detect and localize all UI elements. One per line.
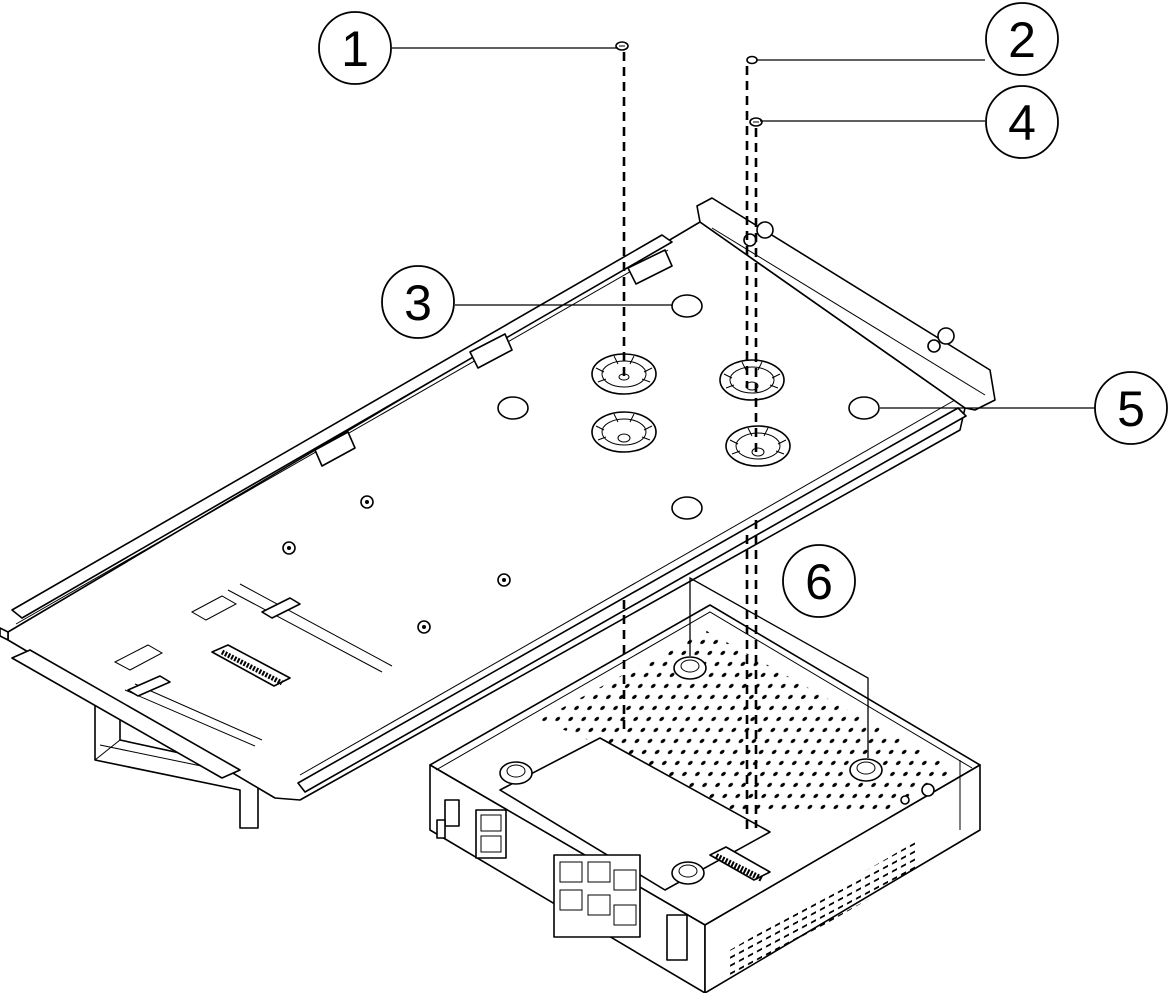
rubber-feet — [499, 656, 883, 885]
callout-2: 2 — [985, 2, 1059, 76]
network-device — [429, 604, 981, 993]
screw-4 — [749, 117, 763, 127]
callout-leaders — [392, 47, 1095, 758]
callout-2-label: 2 — [1008, 12, 1036, 68]
callout-5: 5 — [1094, 371, 1168, 445]
callout-5-label: 5 — [1117, 381, 1145, 437]
callout-3: 3 — [381, 265, 455, 339]
tray-holes — [497, 294, 880, 520]
tray-studs — [282, 221, 955, 634]
device-barcode-label — [709, 846, 771, 882]
alignment-lines — [622, 52, 758, 835]
screw-2 — [746, 55, 758, 65]
callout-1-label: 1 — [341, 21, 369, 77]
mounting-bracket — [0, 197, 996, 829]
callout-6-label: 6 — [805, 554, 833, 610]
callout-1: 1 — [318, 11, 392, 85]
front-panel-ports — [436, 799, 688, 961]
callout-4-label: 4 — [1008, 95, 1036, 151]
notched-mount-holes — [591, 353, 791, 467]
callout-6: 6 — [782, 544, 856, 618]
barcode-label — [211, 644, 291, 687]
screw-1 — [615, 41, 629, 51]
callout-4: 4 — [985, 85, 1059, 159]
callout-3-label: 3 — [404, 275, 432, 331]
